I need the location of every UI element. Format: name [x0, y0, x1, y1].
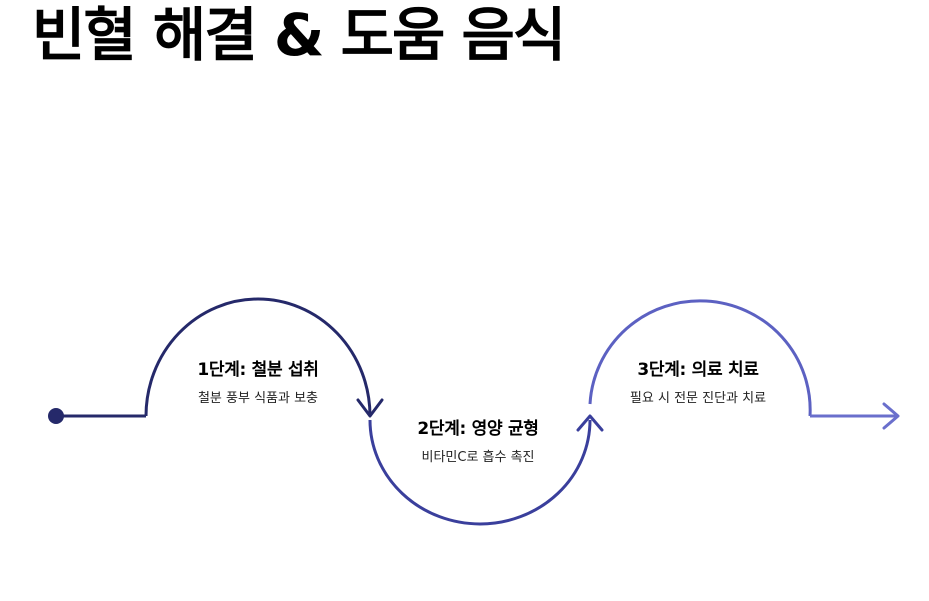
step-1-arc: [144, 297, 372, 417]
step-2-arrowhead: [576, 414, 604, 432]
step-3: 3단계: 의료 치료 필요 시 전문 진단과 치료: [630, 359, 766, 408]
step-1-description: 철분 풍부 식품과 보충: [197, 391, 319, 406]
step-1-title: 1단계: 철분 섭취: [197, 360, 319, 380]
step-2: 2단계: 영양 균형 비타민C로 흡수 촉진: [417, 418, 539, 467]
step-1: 1단계: 철분 섭취 철분 풍부 식품과 보충: [197, 359, 319, 408]
step-3-arc: [588, 299, 812, 417]
page-title: 빈혈 해결 & 도움 음식: [32, 1, 566, 69]
step-3-description: 필요 시 전문 진단과 치료: [629, 391, 767, 406]
step-3-title: 3단계: 의료 치료: [637, 360, 759, 380]
step-2-description: 비타민C로 흡수 촉진: [421, 450, 535, 465]
end-arrowhead: [882, 402, 900, 430]
step-2-arc: [368, 419, 592, 526]
step-1-arrowhead: [356, 398, 384, 418]
step-2-title: 2단계: 영양 균형: [417, 419, 539, 439]
